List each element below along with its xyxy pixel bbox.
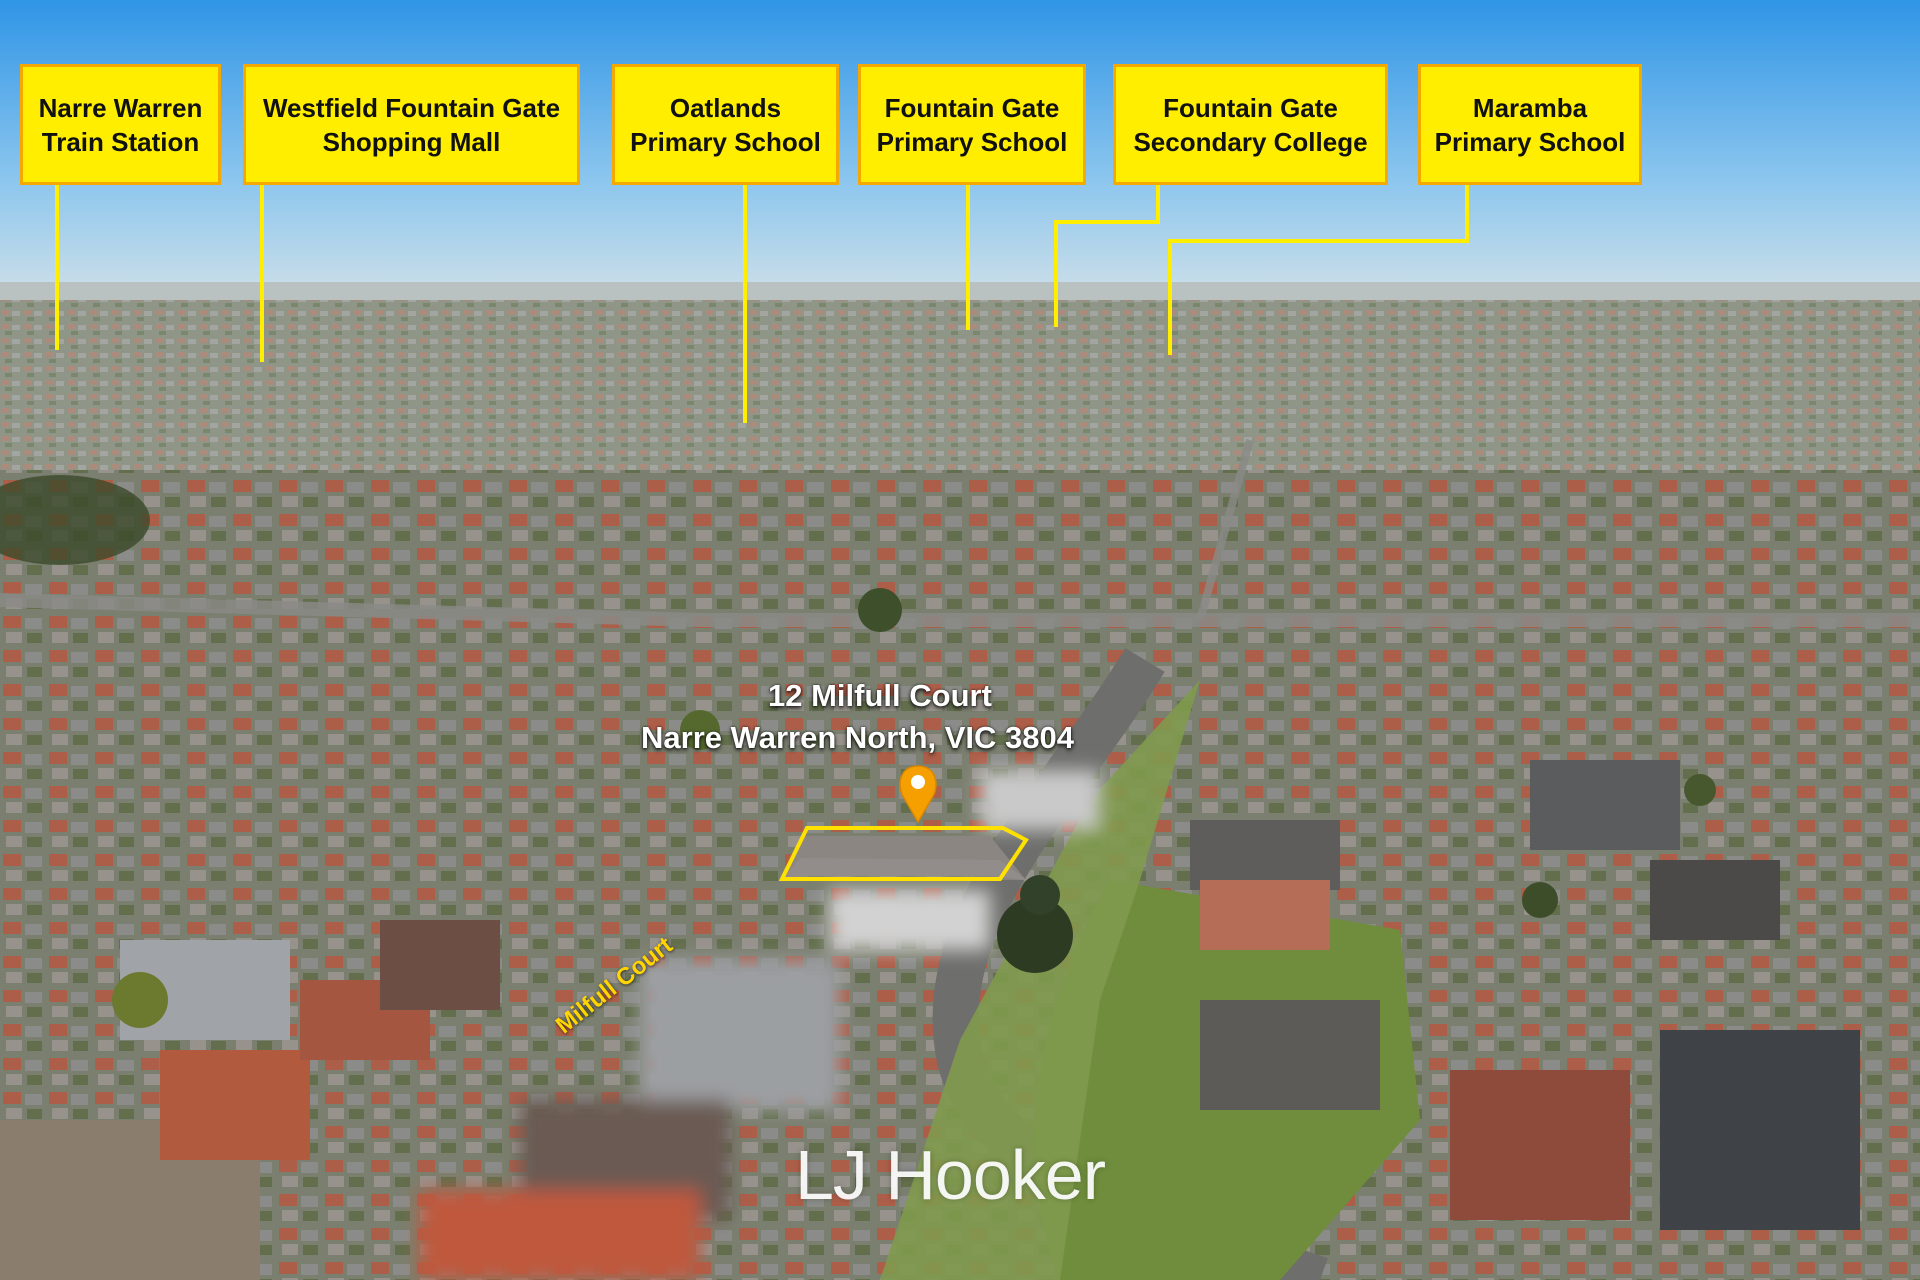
label-fountain-gate-secondary-college: Fountain Gate Secondary College [1113,64,1388,185]
label-oatlands-primary-school: Oatlands Primary School [612,64,839,185]
label-westfield-fountain-gate: Westfield Fountain Gate Shopping Mall [243,64,580,185]
lj-hooker-logo: LJ Hooker [795,1136,1106,1214]
label-narre-warren-train-station: Narre Warren Train Station [20,64,221,185]
location-pin-icon [899,765,937,824]
connector-lines [55,183,1469,423]
label-fountain-gate-primary-school: Fountain Gate Primary School [858,64,1086,185]
address-line-1: 12 Milfull Court [768,678,992,713]
property-outline [778,826,1029,881]
address-line-2: Narre Warren North, VIC 3804 [641,720,1075,755]
label-maramba-primary-school: Maramba Primary School [1418,64,1642,185]
